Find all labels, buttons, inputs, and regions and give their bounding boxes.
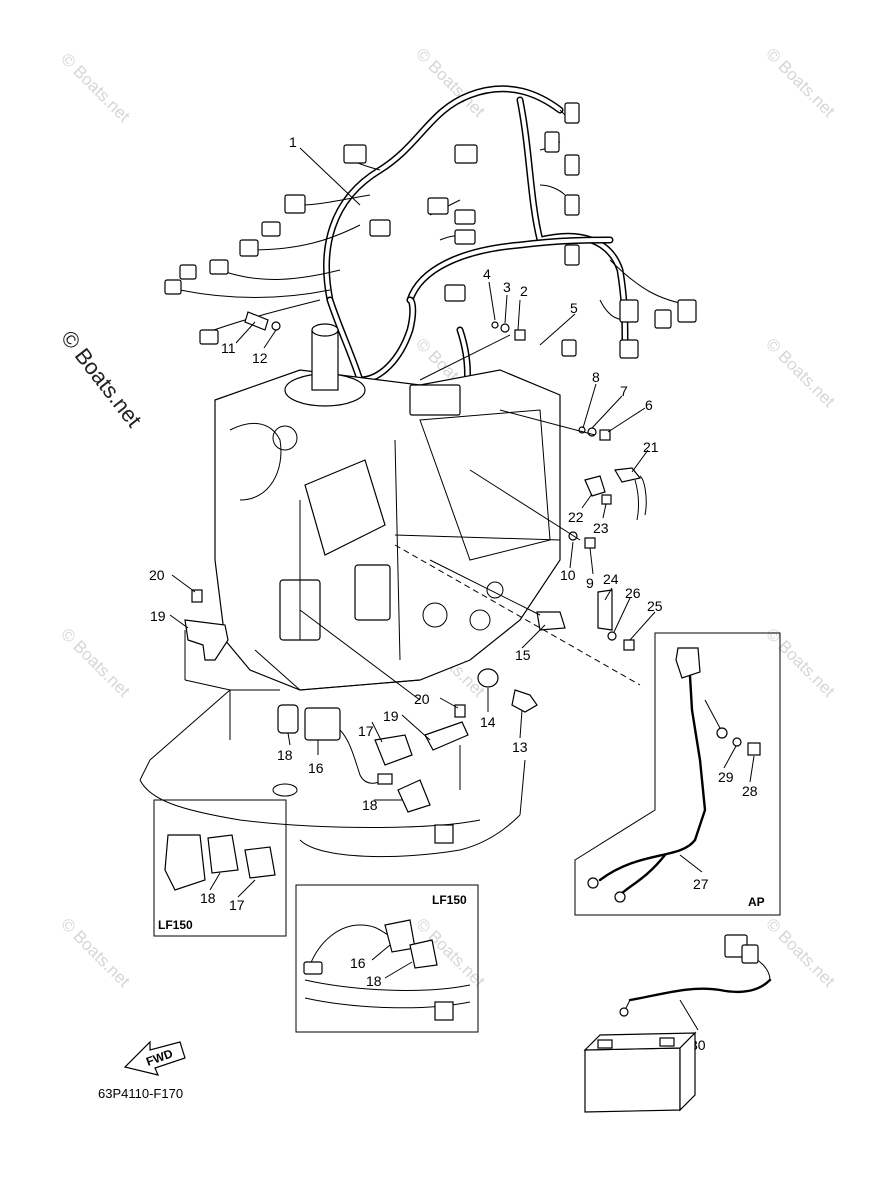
engine-block	[214, 323, 561, 691]
inset-label-ap: AP	[748, 895, 765, 909]
callout-25: 25	[647, 598, 663, 614]
callout-7: 7	[620, 383, 628, 399]
inset-lf150-right: 16 18 LF150	[295, 884, 479, 1033]
callout-numbers: 1 2 3 4 5 6 7 8 9 10 11 12 13 14 15 16 1…	[149, 134, 706, 1053]
leader-lines	[169, 147, 703, 1031]
callout-6: 6	[645, 397, 653, 413]
watermark: © Boats.net	[412, 44, 489, 121]
callout-14: 14	[480, 714, 496, 730]
callout-26: 26	[625, 585, 641, 601]
callout-9: 9	[586, 575, 594, 591]
callout-19: 19	[150, 608, 166, 624]
callout-4: 4	[483, 266, 491, 282]
callout-24: 24	[603, 571, 619, 587]
watermark: © Boats.net	[57, 624, 134, 701]
inset-callout-16: 16	[350, 955, 366, 971]
callout-21: 21	[643, 439, 659, 455]
callout-20-secondary: 20	[414, 691, 430, 707]
inset-callout-18: 18	[200, 890, 216, 906]
callout-18-secondary: 18	[362, 797, 378, 813]
callout-18: 18	[277, 747, 293, 763]
inset-ap: 29 28 27 AP	[574, 632, 781, 916]
callout-15: 15	[515, 647, 531, 663]
callout-16: 16	[308, 760, 324, 776]
watermark-large: © Boats.net	[56, 326, 147, 432]
watermark: © Boats.net	[762, 334, 839, 411]
inset-callout-28: 28	[742, 783, 758, 799]
reference-lines	[184, 334, 641, 790]
callout-13: 13	[512, 739, 528, 755]
callout-23: 23	[593, 520, 609, 536]
inset-callout-17: 17	[229, 897, 245, 913]
inset-callout-18b: 18	[366, 973, 382, 989]
callout-22: 22	[568, 509, 584, 525]
callout-2: 2	[520, 283, 528, 299]
callout-1: 1	[289, 134, 297, 150]
harness-connectors	[164, 102, 697, 359]
battery-assembly	[583, 934, 772, 1113]
fwd-arrow: FWD	[123, 1040, 186, 1076]
watermark: © Boats.net	[762, 914, 839, 991]
inset-label-lf150-right: LF150	[432, 893, 467, 907]
callout-17: 17	[358, 723, 374, 739]
lower-cowling	[139, 689, 526, 858]
watermark: © Boats.net	[57, 914, 134, 991]
callout-10: 10	[560, 567, 576, 583]
diagram-code: 63P4110-F170	[98, 1086, 183, 1101]
callout-3: 3	[503, 279, 511, 295]
inset-label-lf150-left: LF150	[158, 918, 193, 932]
parts	[184, 311, 647, 813]
inset-callout-27: 27	[693, 876, 709, 892]
callout-19-secondary: 19	[383, 708, 399, 724]
callout-8: 8	[592, 369, 600, 385]
callout-5: 5	[570, 300, 578, 316]
watermark: © Boats.net	[762, 44, 839, 121]
callout-20: 20	[149, 567, 165, 583]
callout-12: 12	[252, 350, 268, 366]
callout-11: 11	[221, 340, 236, 356]
watermark: © Boats.net	[762, 624, 839, 701]
inset-callout-29: 29	[718, 769, 734, 785]
inset-lf150-left: 18 17 LF150	[153, 799, 287, 937]
watermark: © Boats.net	[57, 49, 134, 126]
